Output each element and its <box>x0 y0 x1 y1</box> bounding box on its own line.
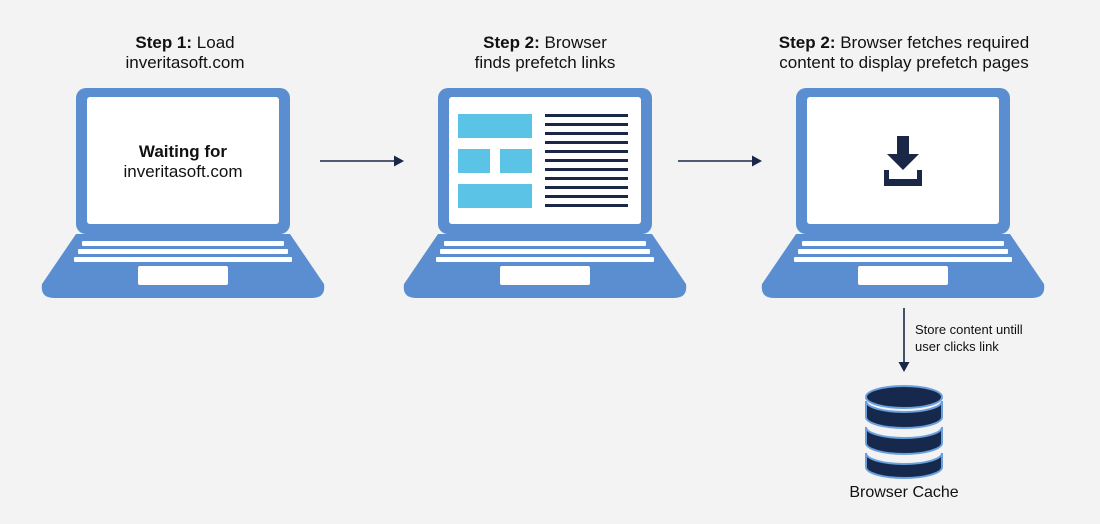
step1-bold: Step 1: <box>135 33 193 52</box>
laptop-1-keyboard <box>74 241 292 262</box>
laptop-3 <box>761 88 1045 298</box>
screen1-line2: inveritasoft.com <box>123 162 243 181</box>
step1-line2: inveritasoft.com <box>125 53 245 72</box>
tile-mid-left <box>458 149 490 173</box>
step3-rest: Browser fetches required <box>835 33 1030 52</box>
laptop-1 <box>41 88 325 298</box>
laptop-2 <box>403 88 687 298</box>
store-note: Store content untill user clicks link <box>915 321 1085 355</box>
prefetch-link-lines <box>545 114 628 207</box>
step2-line2: finds prefetch links <box>474 53 616 72</box>
laptop-2-keyboard <box>436 241 654 262</box>
prefetch-tiles <box>458 114 532 208</box>
tile-top <box>458 114 532 138</box>
arrow-step1-to-step2 <box>320 155 404 167</box>
step2-caption: Step 2: Browser finds prefetch links <box>420 33 670 73</box>
step2-rest: Browser <box>539 33 607 52</box>
laptop-3-trackpad <box>858 266 948 285</box>
database-icon <box>865 385 943 479</box>
tile-bottom <box>458 184 532 208</box>
laptop-3-keyboard <box>794 241 1012 262</box>
tile-mid-right <box>500 149 532 173</box>
screen1-text: Waiting for inveritasoft.com <box>87 142 279 182</box>
step1-caption: Step 1: Load inveritasoft.com <box>60 33 310 73</box>
step3-caption: Step 2: Browser fetches required content… <box>754 33 1054 73</box>
download-icon <box>884 136 922 186</box>
laptop-1-trackpad <box>138 266 228 285</box>
store-note-line1: Store content untill <box>915 322 1023 337</box>
arrow-step2-to-step3 <box>678 155 762 167</box>
step3-line2: content to display prefetch pages <box>779 53 1029 72</box>
store-note-line2: user clicks link <box>915 339 999 354</box>
screen1-line1: Waiting for <box>138 142 228 161</box>
laptop-2-trackpad <box>500 266 590 285</box>
step2-bold: Step 2: <box>483 33 540 52</box>
laptop-1-screen <box>87 97 279 224</box>
arrow-to-cache <box>898 308 910 372</box>
step1-rest: Load <box>192 33 235 52</box>
cache-label: Browser Cache <box>849 484 959 501</box>
step3-bold: Step 2: <box>778 33 836 52</box>
